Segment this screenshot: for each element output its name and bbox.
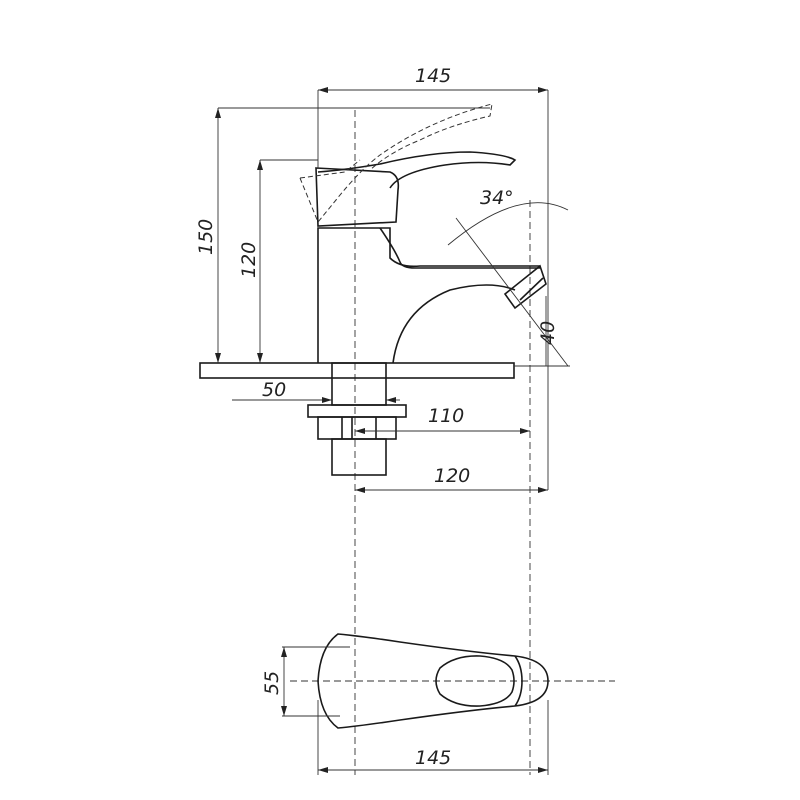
- supply-shank: [331, 438, 387, 476]
- dim-40: 40: [537, 321, 559, 345]
- mounting-nut: [317, 416, 397, 440]
- aerator: [503, 264, 547, 310]
- dim-145-bottom: 145: [415, 747, 451, 769]
- faucet-body: [317, 227, 540, 363]
- spout-upper: [379, 227, 540, 269]
- plan-handle: [435, 655, 515, 707]
- cartridge-cap: [315, 167, 400, 227]
- aerator-line: [519, 277, 544, 301]
- centerlines: [290, 110, 615, 775]
- dim-angle: 34°: [480, 187, 514, 209]
- plan-spout-tip: [514, 655, 523, 707]
- dim-110: 110: [428, 405, 464, 427]
- side-view: [199, 103, 547, 476]
- plan-view: 55 145: [261, 633, 549, 775]
- handle-lever: [317, 151, 517, 189]
- handle-raised-phantom: [299, 103, 493, 223]
- dim-150: 150: [195, 219, 217, 255]
- dim-50: 50: [262, 379, 286, 401]
- mounting-washer: [307, 404, 407, 418]
- handle-phantom-base: [299, 159, 361, 179]
- dimension-lines: 145 150 120 34° 40 50 110: [195, 65, 570, 493]
- countertop-plate: [199, 362, 515, 379]
- dim-120-reach: 120: [434, 465, 470, 487]
- dim-55: 55: [261, 671, 283, 695]
- spout-lower: [392, 284, 516, 364]
- dim-145-top: 145: [415, 65, 451, 87]
- shank: [331, 362, 387, 406]
- dim-120-height: 120: [238, 242, 260, 278]
